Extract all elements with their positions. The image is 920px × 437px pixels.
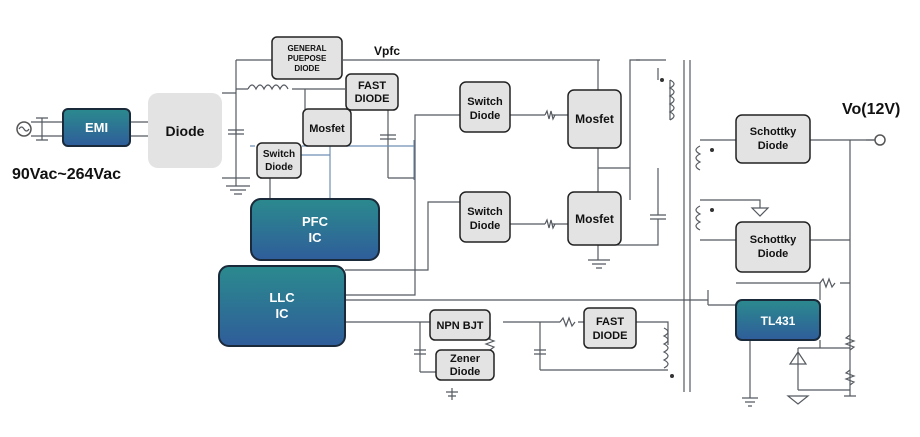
mosfet-top-block: Mosfet <box>567 89 622 149</box>
llc-ic-line1: LLC <box>269 290 295 305</box>
mosfet-bottom-label: Mosfet <box>575 212 614 226</box>
switch-diode-top-block: Switch Diode <box>459 81 511 133</box>
npn-bjt-block: NPN BJT <box>429 309 491 341</box>
fast-diode-pfc-line1: FAST <box>358 80 386 92</box>
switch-diode-bottom-line2: Diode <box>470 220 501 232</box>
fast-diode-pfc-line2: DIODE <box>355 93 390 105</box>
general-purpose-diode-block: GENERAL PUEPOSE DIODE <box>271 36 343 80</box>
fast-diode-aux-line2: DIODE <box>593 330 628 342</box>
schottky-top-line2: Diode <box>758 140 789 152</box>
tl431-label: TL431 <box>761 314 796 328</box>
schottky-diode-top-block: Schottky Diode <box>735 114 811 164</box>
resistors <box>484 109 856 386</box>
switch-diode-bottom-line1: Switch <box>467 206 503 218</box>
wires <box>16 59 880 407</box>
llc-ic-block: LLC IC <box>218 265 346 347</box>
fast-diode-aux-block: FAST DIODE <box>583 307 637 349</box>
schottky-bottom-line1: Schottky <box>750 234 797 246</box>
gp-diode-line3: DIODE <box>294 64 320 73</box>
switch-diode-pfc-line1: Switch <box>263 149 295 160</box>
output-terminal <box>874 134 886 146</box>
switch-diode-pfc-line2: Diode <box>265 162 293 173</box>
schottky-bottom-line2: Diode <box>758 248 789 260</box>
mosfet-top-label: Mosfet <box>575 112 614 126</box>
mosfet-pfc-label: Mosfet <box>309 123 345 135</box>
emi-label: EMI <box>85 120 108 135</box>
switch-diode-top-line2: Diode <box>470 110 501 122</box>
schottky-top-line1: Schottky <box>750 126 797 138</box>
zener-diode-line2: Diode <box>450 366 481 378</box>
inductors <box>247 78 714 378</box>
diode-bridge-label: Diode <box>166 123 205 139</box>
zener-diode-block: Zener Diode <box>435 349 495 381</box>
emi-block: EMI <box>62 108 131 147</box>
fast-diode-aux-line1: FAST <box>596 316 624 328</box>
pfc-ic-block: PFC IC <box>250 198 380 261</box>
input-voltage-label: 90Vac~264Vac <box>12 166 121 183</box>
switch-diode-pfc-block: Switch Diode <box>256 142 302 179</box>
npn-bjt-label: NPN BJT <box>436 320 483 332</box>
ac-wave <box>18 126 30 132</box>
gp-diode-line1: GENERAL <box>287 44 326 53</box>
diode-bridge-block: Diode <box>148 93 222 168</box>
zener-diode-line1: Zener <box>450 353 481 365</box>
gp-diode-line2: PUEPOSE <box>288 54 327 63</box>
switch-diode-top-line1: Switch <box>467 96 503 108</box>
output-voltage-label: Vo(12V) <box>842 101 900 118</box>
mosfet-pfc-block: Mosfet <box>302 108 352 147</box>
llc-ic-line2: IC <box>276 306 290 321</box>
mosfet-bottom-block: Mosfet <box>567 191 622 246</box>
pfc-ic-line1: PFC <box>302 214 329 229</box>
tl431-block: TL431 <box>735 299 821 341</box>
ac-source-symbol <box>16 121 32 137</box>
switch-diode-bottom-block: Switch Diode <box>459 191 511 243</box>
pfc-ic-line2: IC <box>309 230 323 245</box>
fast-diode-pfc-block: FAST DIODE <box>345 73 399 111</box>
vpfc-label: Vpfc <box>374 44 400 58</box>
schottky-diode-bottom-block: Schottky Diode <box>735 221 811 273</box>
